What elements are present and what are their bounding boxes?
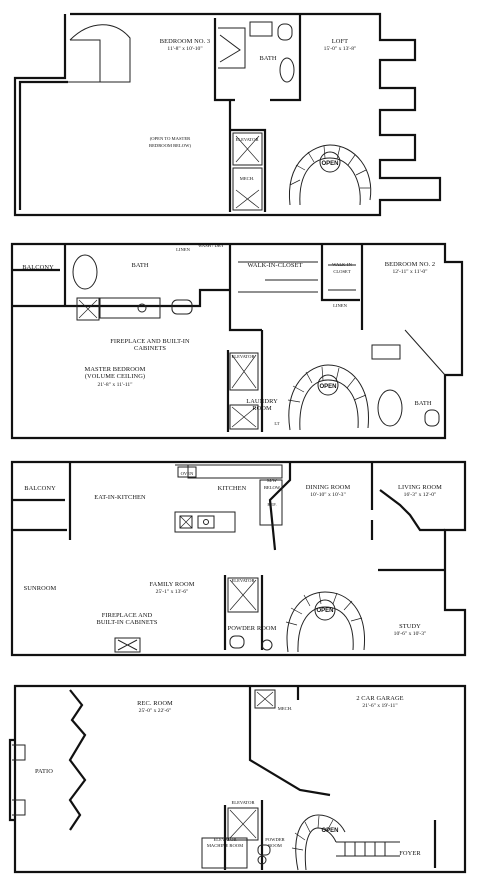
- label-open-to-master-1: (OPEN TO MASTER: [150, 136, 191, 141]
- label-balcony-second: BALCONY: [24, 485, 56, 492]
- label-study: STUDY: [399, 623, 421, 630]
- floor-ground: REC. ROOM 25'-0" x 22'-6" MECH. 2 CAR GA…: [8, 684, 467, 874]
- label-powder-ground-2: ROOM: [268, 843, 282, 848]
- label-open-second: OPEN: [316, 608, 333, 614]
- floor-second: BALCONY OVEN KITCHEN M/W BELOW REF. EAT-…: [10, 460, 467, 657]
- dim-rec-room: 25'-0" x 22'-6": [139, 708, 172, 714]
- label-walk-in-closet-2a: WALK-IN: [332, 262, 352, 267]
- label-ref: REF.: [267, 502, 276, 507]
- spiral-staircase-second: [285, 591, 366, 653]
- dim-family: 25'-1" x 13'-6": [156, 589, 189, 595]
- label-elevator-ground: ELEVATOR: [231, 800, 255, 805]
- label-powder-ground-1: POWDER: [265, 837, 285, 842]
- dim-bedroom-2: 12'-11" x 11'-0": [392, 269, 427, 275]
- label-family: FAMILY ROOM: [149, 581, 194, 588]
- label-open-third: OPEN: [319, 384, 336, 390]
- label-living: LIVING ROOM: [398, 484, 442, 491]
- label-laundry-2: ROOM: [252, 405, 272, 412]
- dim-study: 10'-6" x 10'-3": [394, 631, 427, 637]
- label-bedroom-3: BEDROOM NO. 3: [160, 38, 210, 45]
- spiral-staircase-third: [287, 364, 369, 431]
- label-lt: LT: [274, 421, 279, 426]
- label-master-1: MASTER BEDROOM: [85, 366, 146, 373]
- label-elev-machine-2: MACHINE ROOM: [207, 843, 243, 848]
- label-walk-in-closet-1: WALK-IN-CLOSET: [248, 262, 303, 269]
- label-fireplace-third-1: FIREPLACE AND BUILT-IN: [110, 338, 190, 345]
- label-loft: LOFT: [332, 38, 348, 45]
- floor-top: BEDROOM NO. 3 11'-8" x 10'-10" LOFT 15'-…: [13, 12, 442, 217]
- label-open-top: OPEN: [321, 161, 338, 167]
- dim-loft: 15'-0" x 13'-8": [324, 46, 357, 52]
- label-foyer: FOYER: [399, 850, 421, 857]
- label-below: BELOW: [264, 485, 281, 490]
- dim-master: 21'-8" x 11'-11": [97, 382, 132, 388]
- label-mech-ground: MECH.: [278, 706, 292, 711]
- label-linen-1: LINEN: [176, 247, 190, 252]
- label-bath-third-2: BATH: [414, 400, 431, 407]
- label-patio: PATIO: [35, 768, 53, 775]
- floor-third: BALCONY BATH LINEN WASH / DRY WALK-IN-CL…: [10, 242, 464, 440]
- label-oven: OVEN: [181, 471, 194, 476]
- label-rec-room: REC. ROOM: [137, 700, 173, 707]
- label-bedroom-2: BEDROOM NO. 2: [385, 261, 435, 268]
- label-bath-top: BATH: [259, 55, 276, 62]
- label-kitchen: KITCHEN: [218, 485, 247, 492]
- label-bath-third: BATH: [131, 262, 148, 269]
- label-elevator-top: ELEVATOR: [235, 137, 259, 142]
- label-garage: 2 CAR GARAGE: [356, 695, 403, 702]
- dim-bedroom-3: 11'-8" x 10'-10": [167, 46, 202, 52]
- spiral-staircase-ground: [291, 814, 400, 871]
- label-open-ground: OPEN: [321, 828, 338, 834]
- label-open-to-master-2: BEDROOM BELOW): [149, 143, 191, 148]
- label-laundry-1: LAUNDRY: [246, 398, 278, 405]
- label-fireplace-second-2: BUILT-IN CABINETS: [96, 619, 157, 626]
- label-elevator-second: ELEVATOR: [231, 578, 255, 583]
- label-eat-in-kitchen: EAT-IN-KITCHEN: [94, 494, 146, 501]
- label-master-2: (VOLUME CEILING): [85, 373, 145, 380]
- dim-dining: 10'-10" x 10'-3": [310, 492, 345, 498]
- spiral-staircase-top: [289, 144, 372, 206]
- label-sunroom: SUNROOM: [24, 585, 57, 592]
- label-mw: M/W: [267, 478, 277, 483]
- label-elevator-third: ELEVATOR: [231, 354, 255, 359]
- dim-garage: 21'-6" x 19'-11": [362, 703, 397, 709]
- label-powder-second: POWDER ROOM: [228, 625, 277, 632]
- label-linen-2: LINEN: [333, 303, 347, 308]
- label-balcony-third: BALCONY: [22, 264, 54, 271]
- label-elev-machine-1: ELEVATOR: [213, 837, 237, 842]
- label-fireplace-third-2: CABINETS: [134, 345, 166, 352]
- label-dining: DINING ROOM: [306, 484, 351, 491]
- label-walk-in-closet-2b: CLOSET: [333, 269, 351, 274]
- label-mech-top: MECH.: [240, 176, 254, 181]
- label-fireplace-second-1: FIREPLACE AND: [102, 612, 153, 619]
- label-wash-dry: WASH / DRY: [198, 243, 225, 248]
- dim-living: 16'-3" x 12'-0": [404, 492, 437, 498]
